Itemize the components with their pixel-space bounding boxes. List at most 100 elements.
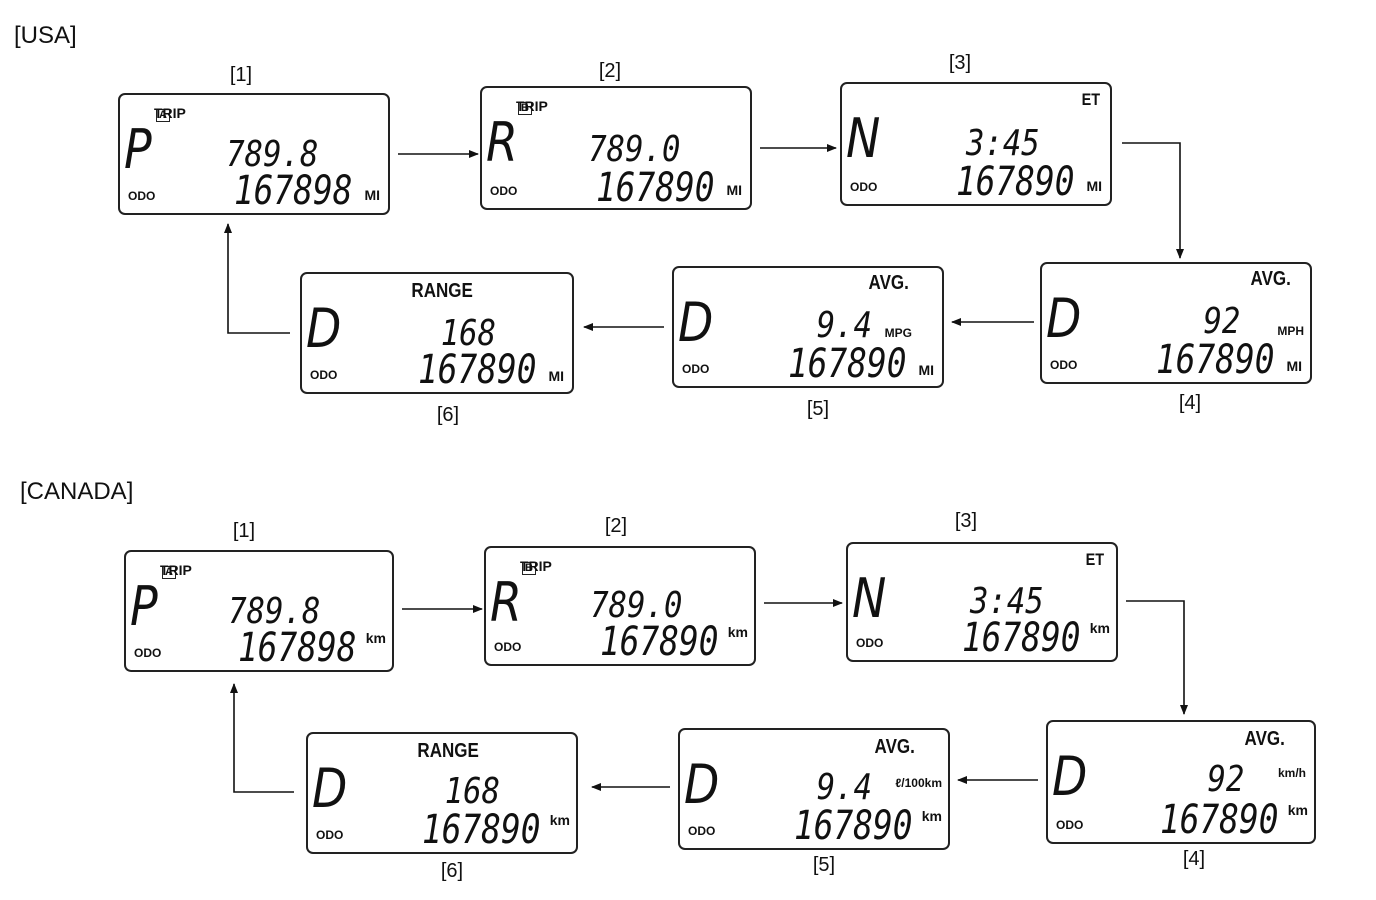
range-label: RANGE	[411, 280, 473, 302]
avg-label: AVG.	[868, 272, 909, 294]
odo-unit: MI	[918, 362, 934, 378]
odo-label: ODO	[688, 824, 716, 838]
usa-panel-2-label: [2]	[598, 60, 622, 82]
odo-label: ODO	[1050, 358, 1078, 372]
avg-fuel-unit: ℓ/100km	[895, 776, 942, 790]
gear-indicator: D	[1052, 745, 1088, 808]
gear-indicator: R	[490, 571, 522, 634]
gear-indicator: R	[486, 111, 518, 174]
usa-panel-6-label: [6]	[436, 404, 460, 426]
avg-label: AVG.	[874, 736, 915, 758]
usa-display-5: AVG. D 9.4 MPG ODO 167890 MI	[672, 266, 944, 388]
canada-panel-2-label: [2]	[604, 515, 628, 537]
odo-unit: MI	[1086, 178, 1102, 194]
odo-value: 167898	[237, 625, 356, 671]
canada-display-4: AVG. D 92 km/h ODO 167890 km	[1046, 720, 1316, 844]
usa-display-3: ET N 3:45 ODO 167890 MI	[840, 82, 1112, 206]
canada-arrow-3-to-4	[1126, 600, 1188, 715]
gear-indicator: D	[312, 757, 348, 820]
odo-unit: MI	[548, 368, 564, 384]
trip-box: A	[156, 109, 170, 122]
odo-label: ODO	[1056, 818, 1084, 832]
odo-unit: MI	[726, 182, 742, 198]
gear-indicator: P	[124, 118, 152, 181]
odo-value: 167898	[233, 168, 352, 214]
avg-speed-unit: km/h	[1277, 766, 1306, 780]
odo-value: 167890	[787, 341, 906, 387]
range-value: 168	[440, 313, 496, 354]
trip-value: 789.8	[225, 134, 318, 175]
canada-display-3: ET N 3:45 ODO 167890 km	[846, 542, 1118, 662]
odo-value: 167890	[595, 165, 714, 211]
odo-label: ODO	[856, 636, 884, 650]
odo-unit: km	[1089, 620, 1110, 636]
odo-label: ODO	[128, 189, 156, 203]
odo-value: 167890	[1155, 337, 1274, 383]
gear-indicator: D	[684, 753, 720, 816]
avg-label: AVG.	[1250, 268, 1291, 290]
trip-label: TRIP	[154, 105, 186, 121]
gear-indicator: D	[678, 291, 714, 354]
elapsed-time-value: 3:45	[970, 581, 1044, 622]
gear-indicator: N	[846, 107, 881, 170]
gear-indicator: D	[1046, 287, 1082, 350]
odo-unit: km	[1287, 802, 1308, 818]
range-value: 168	[444, 771, 500, 812]
gear-indicator: P	[130, 575, 158, 638]
odo-unit: MI	[1286, 358, 1302, 374]
avg-fuel-value: 9.4	[816, 767, 872, 808]
canada-display-6: RANGE D 168 ODO 167890 km	[306, 732, 578, 854]
usa-display-4: AVG. D 92 MPH ODO 167890 MI	[1040, 262, 1312, 384]
odo-value: 167890	[421, 807, 540, 853]
odo-value: 167890	[955, 159, 1074, 205]
avg-fuel-value: 9.4	[816, 305, 872, 346]
trip-value: 789.0	[587, 129, 680, 170]
gear-indicator: D	[306, 297, 342, 360]
avg-speed-unit: MPH	[1277, 324, 1304, 338]
odo-unit: km	[549, 812, 570, 828]
gear-indicator: N	[852, 567, 887, 630]
section-title-usa: [USA]	[14, 22, 77, 49]
canada-panel-5-label: [5]	[812, 854, 836, 876]
usa-panel-5-label: [5]	[806, 398, 830, 420]
trip-label: TRIP	[160, 562, 192, 578]
canada-arrow-6-to-1	[230, 683, 294, 793]
canada-panel-1-label: [1]	[232, 520, 256, 542]
et-label: ET	[1081, 90, 1101, 109]
odo-label: ODO	[310, 368, 338, 382]
usa-display-6: RANGE D 168 ODO 167890 MI	[300, 272, 574, 394]
odo-value: 167890	[1159, 797, 1278, 843]
odo-unit: km	[727, 624, 748, 640]
odo-label: ODO	[682, 362, 710, 376]
trip-label: TRIP	[516, 98, 548, 114]
odo-unit: MI	[364, 187, 380, 203]
trip-label: TRIP	[520, 558, 552, 574]
trip-box: B	[518, 102, 532, 115]
canada-panel-4-label: [4]	[1182, 848, 1206, 870]
odo-value: 167890	[417, 347, 536, 393]
trip-box: B	[522, 562, 536, 575]
odo-label: ODO	[134, 646, 162, 660]
trip-box: A	[162, 566, 176, 579]
avg-label: AVG.	[1244, 728, 1285, 750]
canada-display-5: AVG. D 9.4 ℓ/100km ODO 167890 km	[678, 728, 950, 850]
range-label: RANGE	[417, 740, 479, 762]
elapsed-time-value: 3:45	[966, 123, 1040, 164]
canada-panel-6-label: [6]	[440, 860, 464, 882]
trip-value: 789.0	[589, 585, 682, 626]
usa-arrow-6-to-1	[224, 223, 290, 334]
odo-label: ODO	[494, 640, 522, 654]
avg-speed-value: 92	[1203, 301, 1240, 342]
canada-panel-3-label: [3]	[954, 510, 978, 532]
odo-value: 167890	[599, 619, 718, 665]
avg-fuel-unit: MPG	[884, 326, 912, 340]
odo-label: ODO	[490, 184, 518, 198]
